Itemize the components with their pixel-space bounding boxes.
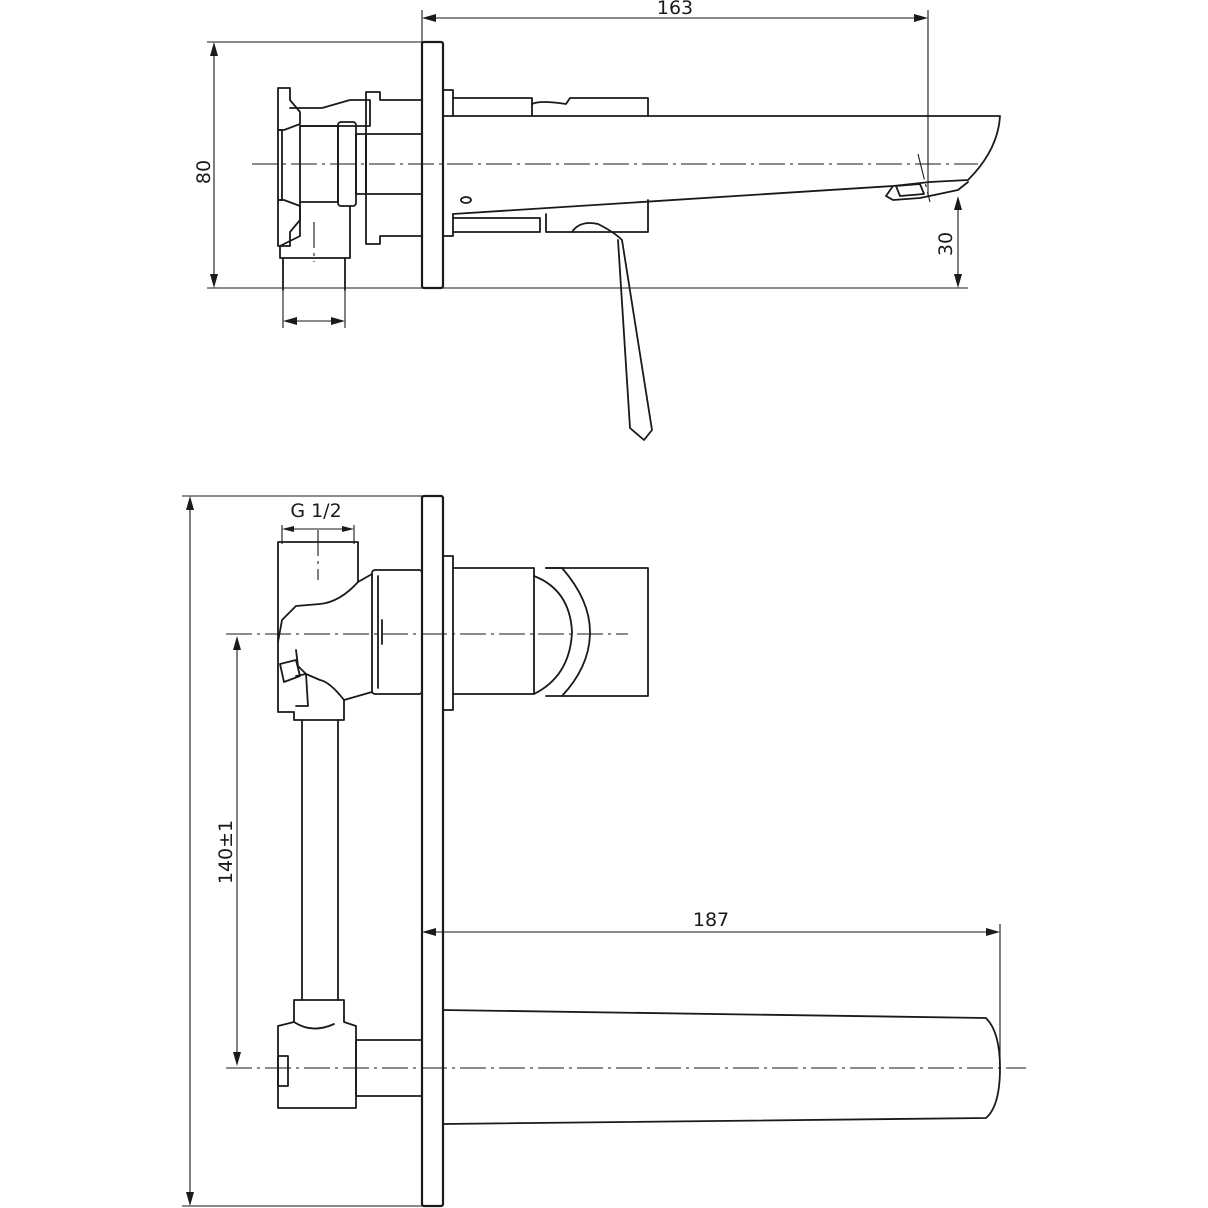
bottom-valve-upper xyxy=(277,541,649,721)
dim-g12-label: G 1/2 xyxy=(290,500,341,522)
dim-140-label: 140±1 xyxy=(215,820,237,884)
dim-140: 140±1 xyxy=(215,636,241,1066)
top-wall-plate xyxy=(420,40,445,290)
bottom-spout xyxy=(442,1009,1001,1125)
dim-187: 187 xyxy=(422,909,1001,1064)
top-spout xyxy=(442,89,1001,441)
dim-pipe-width xyxy=(282,290,346,328)
bottom-riser-pipe xyxy=(301,719,339,1001)
bottom-wall-plate xyxy=(420,494,445,1208)
dim-80-label: 80 xyxy=(193,160,215,184)
top-valve-body xyxy=(277,87,423,291)
dim-163: 163 xyxy=(421,0,929,196)
top-view: 163 80 30 xyxy=(193,0,1001,441)
dim-163-label: 163 xyxy=(657,0,693,19)
dim-30: 30 xyxy=(935,196,962,288)
dim-overall-height xyxy=(186,496,194,1206)
bottom-valve-lower xyxy=(277,999,423,1109)
bottom-view: G 1/2 140±1 187 xyxy=(182,494,1026,1208)
dim-g12: G 1/2 xyxy=(281,500,355,544)
dim-187-label: 187 xyxy=(693,909,729,931)
dim-80: 80 xyxy=(193,42,218,288)
dim-30-label: 30 xyxy=(935,232,957,256)
